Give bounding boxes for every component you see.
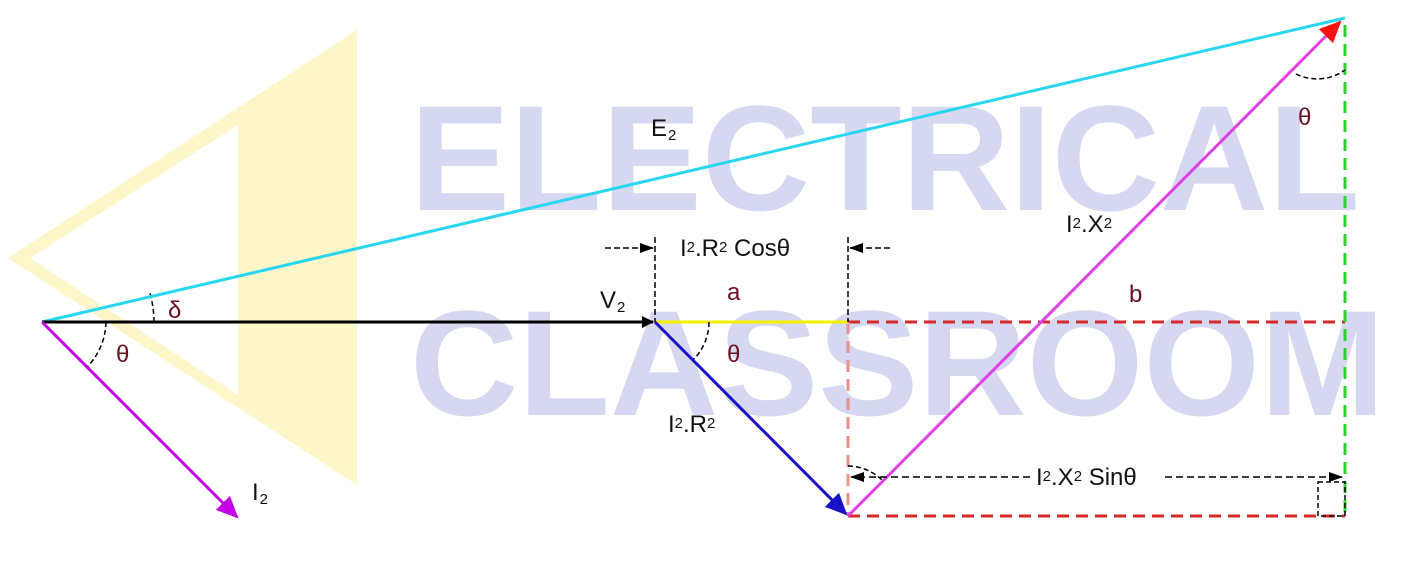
ir-drop-phasor — [653, 320, 848, 516]
label-i2: I2 — [252, 479, 268, 508]
watermark-line-1: ELECTRICAL — [410, 74, 1360, 242]
label-theta-v2: θ — [727, 341, 740, 368]
i2-phasor — [40, 320, 239, 519]
label-ir-drop: I2.R2 — [668, 411, 715, 438]
arc-ir-ix — [847, 465, 884, 482]
theta-arc-top — [1295, 69, 1346, 80]
theta-arc-origin — [85, 321, 107, 369]
label-ir-cos: I2.R2 Cosθ — [680, 235, 790, 262]
dimension-ir-cos — [605, 237, 890, 322]
label-e2: E2 — [651, 115, 676, 144]
label-theta-top: θ — [1298, 104, 1311, 131]
label-ix-drop: I2.X2 — [1066, 211, 1112, 238]
label-b: b — [1129, 281, 1142, 308]
watermark-line-2: CLASSROOM — [410, 279, 1385, 447]
watermark-logo — [8, 30, 357, 485]
label-a: a — [727, 279, 741, 306]
ix-drop-phasor — [846, 20, 1342, 518]
projection-lines — [848, 320, 1345, 518]
label-v2: V2 — [600, 287, 625, 316]
label-ix-sin: I2.X2 Sinθ — [1036, 464, 1137, 491]
right-angle-marker — [1317, 481, 1346, 517]
label-theta-origin: θ — [116, 341, 129, 368]
e2-phasor — [41, 16, 1346, 324]
theta-arc-v2 — [692, 321, 710, 361]
label-delta: δ — [168, 297, 181, 324]
